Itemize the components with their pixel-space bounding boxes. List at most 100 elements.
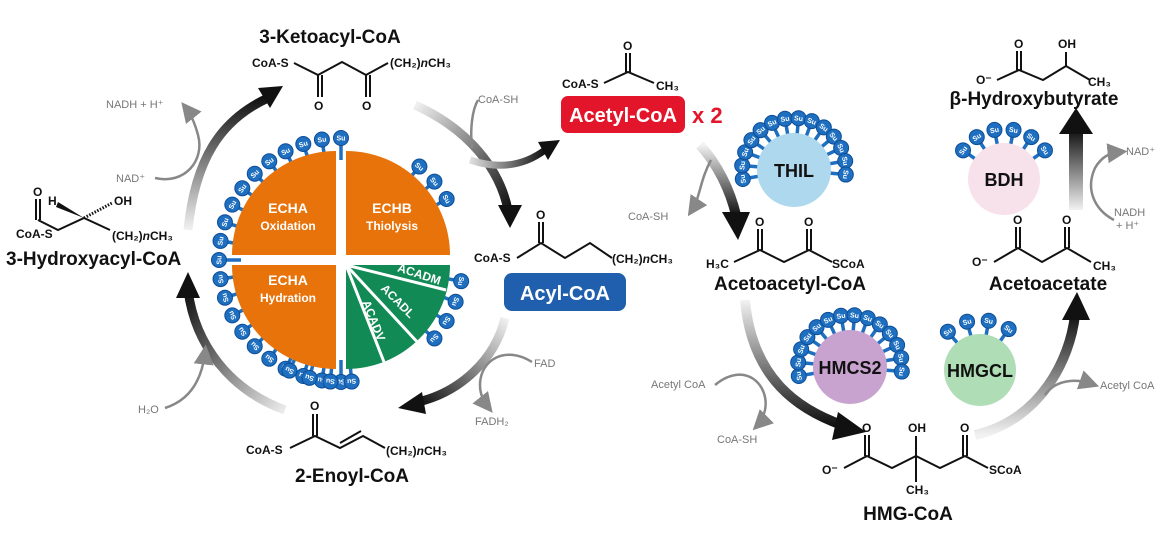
- svg-text:Su: Su: [428, 332, 439, 343]
- hydroxyl: OH: [908, 421, 926, 435]
- svg-text:Su: Su: [413, 162, 424, 173]
- svg-text:Su: Su: [990, 127, 1000, 136]
- svg-text:Su: Su: [250, 340, 261, 351]
- svg-text:Su: Su: [741, 147, 751, 158]
- sumo-lollipop: Su: [793, 341, 823, 359]
- svg-text:Su: Su: [264, 157, 275, 168]
- svg-text:Su: Su: [326, 377, 336, 385]
- label-hmgcl: HMGCL: [947, 361, 1013, 381]
- cofactor-h-bdh: + H⁺: [1116, 220, 1139, 232]
- oxygen: O: [862, 421, 871, 435]
- molecule-beta-hydroxybutyrate: O OH O⁻ CH₃ β-Hydroxybutyrate: [950, 37, 1119, 110]
- cofactor-arrow-nad: [154, 102, 202, 181]
- cofactor-nad-bdh: NAD⁺: [1126, 146, 1155, 158]
- cofactor-arrow-coash-thil: [687, 159, 713, 217]
- svg-text:Su: Su: [874, 320, 885, 331]
- hydrogen: H: [48, 194, 57, 208]
- svg-text:Su: Su: [806, 117, 817, 127]
- svg-text:Su: Su: [891, 340, 901, 351]
- label-bdh: BDH: [985, 170, 1024, 190]
- cofactor-acetyl-coa-hmgcl: Acetyl CoA: [1100, 380, 1155, 392]
- name-acetoacetyl-coa: Acetoacetyl-CoA: [714, 274, 866, 295]
- cofactor-arrow-h2o: [164, 344, 214, 410]
- name-3-hydroxyacyl-coa: 3-Hydroxyacyl-CoA: [6, 249, 182, 270]
- svg-text:Su: Su: [972, 133, 983, 144]
- acetyl-coa-multiplier: x 2: [692, 103, 723, 128]
- oxygen: O: [804, 215, 813, 229]
- arrow-head-acetyl-coa: [538, 140, 560, 160]
- molecule-acetoacetate: O O O⁻ CH₃ Acetoacetate: [972, 213, 1116, 295]
- svg-text:Su: Su: [217, 236, 225, 246]
- arrow-hmg-to-acetoacetate: [973, 314, 1080, 440]
- arrow-acetyl-to-acetoacetyl: [696, 141, 741, 217]
- arrow-acetoacetate-to-hydroxybutyrate: [1069, 130, 1083, 210]
- svg-text:Su: Su: [836, 313, 846, 321]
- svg-text:Su: Su: [250, 169, 261, 180]
- chain-group: (CH₂)nCH₃: [112, 229, 173, 243]
- label-echa-hydration-enzyme: ECHA: [268, 272, 308, 288]
- label-thil: THIL: [774, 161, 814, 181]
- svg-text:Su: Su: [796, 371, 804, 381]
- svg-text:Su: Su: [280, 147, 291, 157]
- label-echa-oxidation-enzyme: ECHA: [268, 200, 308, 216]
- molecule-acetoacetyl-coa: O O H₃C SCoA Acetoacetyl-CoA: [706, 215, 866, 295]
- svg-text:Su: Su: [962, 318, 972, 327]
- svg-text:Su: Su: [943, 327, 954, 338]
- arrow-head-hmg: [832, 412, 866, 440]
- arrow-head-hydroxyacyl: [176, 272, 200, 298]
- molecule-3-hydroxyacyl-coa: O CoA-S H OH (CH₂)nCH₃ 3-Hydroxyacyl-CoA: [6, 185, 182, 270]
- sumo-lollipop: Su: [224, 303, 253, 324]
- name-3-ketoacyl-coa: 3-Ketoacyl-CoA: [259, 27, 401, 48]
- svg-text:Su: Su: [337, 136, 346, 143]
- group-scoa: SCoA: [832, 257, 865, 271]
- sumo-lollipop: Su: [790, 110, 807, 141]
- svg-text:Su: Su: [767, 119, 778, 129]
- group-carboxylate: O⁻: [972, 255, 988, 269]
- cofactor-coash-thiolysis: CoA-SH: [478, 94, 518, 106]
- cofactor-arrow-bdh: [1089, 143, 1128, 222]
- svg-text:Su: Su: [983, 318, 993, 326]
- label-echb-enzyme: ECHB: [372, 200, 412, 216]
- methyl: CH₃: [1088, 75, 1111, 89]
- label-echb-function: Thiolysis: [366, 219, 418, 233]
- svg-text:Su: Su: [221, 292, 230, 303]
- sumo-lollipop: Su: [211, 252, 241, 268]
- methyl: CH₃: [656, 79, 679, 93]
- group-coa-s: CoA-S: [246, 443, 283, 457]
- svg-text:Su: Su: [958, 145, 969, 156]
- svg-text:Su: Su: [756, 125, 767, 136]
- cofactor-coash-thil: CoA-SH: [628, 211, 668, 223]
- group-coa-s: CoA-S: [562, 77, 599, 91]
- chain-group: (CH₂)nCH₃: [386, 444, 447, 458]
- oxygen: O: [1014, 37, 1023, 51]
- label-hmcs2: HMCS2: [818, 358, 881, 378]
- sumo-lollipop: Su: [815, 128, 842, 153]
- svg-text:Su: Su: [441, 315, 452, 326]
- svg-text:Su: Su: [317, 136, 327, 144]
- acyl-coa-badge: [504, 273, 626, 311]
- oxygen: O: [960, 421, 969, 435]
- arrow-ketoacyl-to-acyl: [413, 100, 513, 211]
- acad-divider: [345, 263, 447, 292]
- arrow-head-acyl: [498, 205, 522, 228]
- svg-text:Su: Su: [217, 256, 224, 265]
- cofactor-arrow-hmcs2: [714, 373, 774, 431]
- svg-text:Su: Su: [747, 135, 758, 146]
- svg-text:Su: Su: [221, 217, 230, 228]
- arrow-head-hydroxybutyrate: [1059, 108, 1093, 134]
- group-coa-s: CoA-S: [474, 251, 511, 265]
- cofactor-nadh: NADH + H⁺: [106, 99, 164, 111]
- cofactor-fad: FAD: [534, 358, 555, 370]
- svg-text:Su: Su: [884, 329, 895, 340]
- cofactor-arrow-fad: [472, 353, 533, 413]
- cofactor-acetyl-coa-hmcs2: Acetyl CoA: [651, 379, 706, 391]
- arrow-acyl-to-enoyl: [416, 316, 510, 407]
- molecule-hmg-coa: O OH O O⁻ SCoA CH₃ HMG-CoA: [822, 421, 1022, 525]
- svg-text:Su: Su: [317, 375, 327, 383]
- molecule-acetyl-coa: O CoA-S CH₃ Acetyl-CoA x 2: [561, 39, 723, 133]
- svg-text:Su: Su: [450, 296, 460, 307]
- svg-text:Su: Su: [264, 352, 275, 363]
